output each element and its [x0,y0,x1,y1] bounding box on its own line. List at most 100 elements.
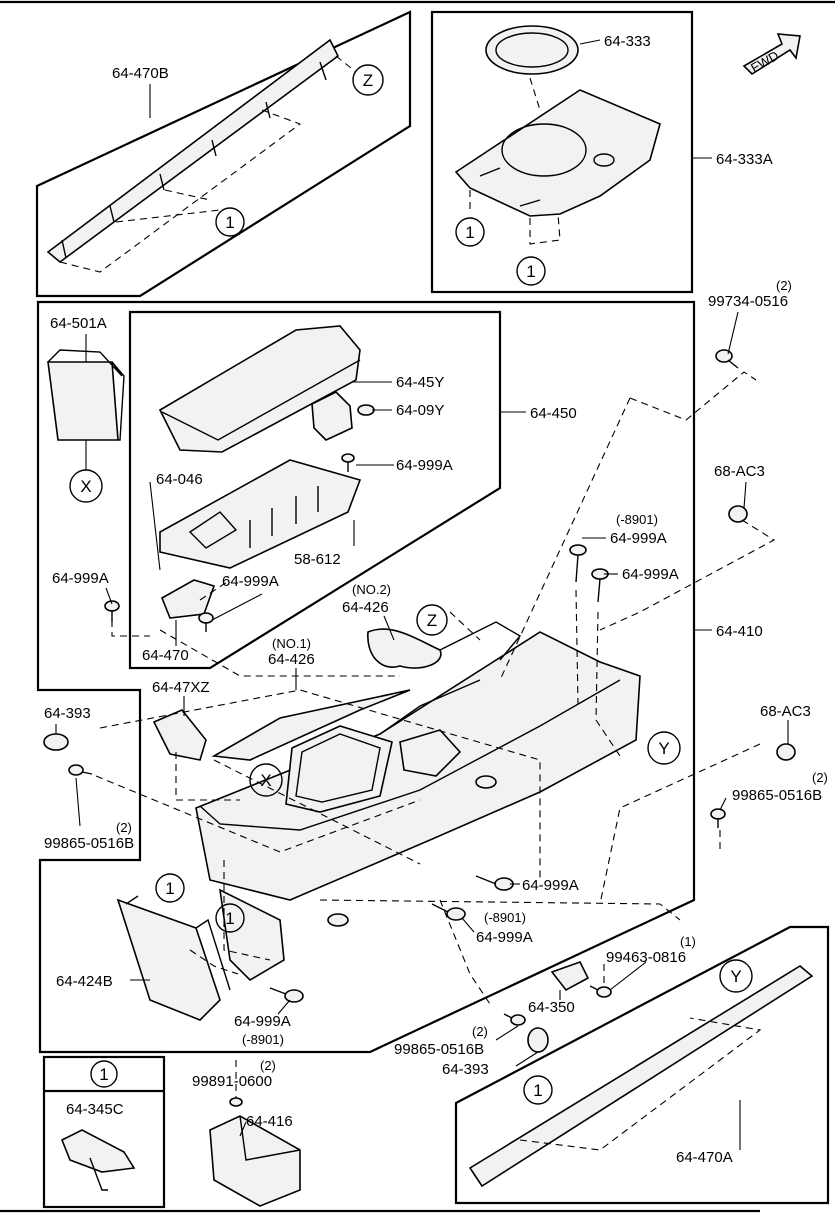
label-64-999A-4: 64-999A [52,570,109,587]
fwd-arrow-icon: FWD [742,33,801,76]
screw-99865-c [503,1013,526,1026]
svg-text:1: 1 [533,1081,542,1100]
label-99865-0516B-2: 99865-0516B [44,835,134,852]
label-99734-0516: 99734-0516 [708,293,788,310]
svg-text:X: X [260,771,271,790]
label-8901-3: (-8901) [242,1032,284,1047]
screw-64-999A-g [269,987,304,1003]
marker-x-1: X [69,469,103,503]
label-64-999A-3: 64-999A [622,566,679,583]
marker-1-c: 1 [516,256,546,286]
nut-99891-0600 [229,1097,243,1107]
label-64-999A-5: 64-999A [222,573,279,590]
svg-text:1: 1 [465,223,474,242]
screw-64-999A-c [104,600,120,622]
label-99891-0600: 99891-0600 [192,1073,272,1090]
fastener-68-AC3-2 [776,743,796,761]
screw-64-999A-a [569,544,587,583]
label-64-09Y: 64-09Y [396,402,444,419]
part-64-393-cap-2 [527,1027,549,1053]
screw-64-999A-f [431,903,466,921]
label-64-350: 64-350 [528,999,575,1016]
marker-y-2: Y [719,959,753,993]
part-64-09Y [357,404,375,416]
marker-1-e: 1 [215,903,245,933]
part-64-333 [485,25,579,75]
label-99734-qty: (2) [776,278,792,293]
label-64-333: 64-333 [604,33,651,50]
screw-99463-0816 [589,985,612,998]
label-64-426-no1: 64-426 [268,651,315,668]
part-64-470A [468,965,814,1188]
screw-99865-b [710,808,726,828]
label-99463-0816: 99463-0816 [606,949,686,966]
svg-text:1: 1 [165,879,174,898]
frame-64-333A [430,10,694,294]
label-64-470B: 64-470B [112,65,169,82]
part-64-426-mat-no2 [367,628,442,669]
fastener-68-AC3-1 [728,505,748,523]
frame-64-450 [128,310,502,670]
label-64-345C: 64-345C [66,1101,124,1118]
marker-y-1: Y [647,731,681,765]
label-64-424B: 64-424B [56,973,113,990]
screw-64-999A-d [198,612,214,632]
label-64-999A-lid: 64-999A [396,457,453,474]
label-64-046: 64-046 [156,471,203,488]
label-64-45Y: 64-45Y [396,374,444,391]
marker-z-2: Z [416,604,448,636]
leader-lines [55,39,789,1150]
marker-1-f: 1 [90,1060,118,1088]
label-99891-qty: (2) [260,1058,276,1073]
svg-text:1: 1 [99,1065,108,1084]
marker-1-g: 1 [523,1075,553,1105]
frame-64-470A [454,925,830,1205]
part-64-45Y [311,391,353,441]
label-99463-qty: (1) [680,934,696,949]
marker-1-a: 1 [215,207,245,237]
marker-x-2: X [249,763,283,797]
label-64-450: 64-450 [530,405,577,422]
part-64-501A [47,349,125,441]
label-99865-0516B-3: 99865-0516B [394,1041,484,1058]
part-64-450-lid [158,325,361,453]
label-64-470: 64-470 [142,647,189,664]
marker-1-d: 1 [155,873,185,903]
part-64-410-console [195,621,641,982]
label-no2: (NO.2) [352,582,391,597]
svg-text:Y: Y [658,739,669,758]
label-99865B-qty-2: (2) [116,820,132,835]
part-64-333A [454,77,661,245]
fastener-99734-0516 [715,349,739,369]
label-64-999A-7: 64-999A [476,929,533,946]
label-64-47XZ: 64-47XZ [152,679,210,696]
label-99865B-qty-3: (2) [472,1024,488,1039]
part-64-350 [550,961,590,992]
svg-text:1: 1 [225,909,234,928]
part-64-393-cap [43,733,69,751]
label-64-410: 64-410 [716,623,763,640]
label-64-393-1: 64-393 [44,705,91,722]
label-99865B-qty-1: (2) [812,770,828,785]
label-64-999A-2: 64-999A [610,530,667,547]
label-68-AC3-2: 68-AC3 [760,703,811,720]
label-64-333A: 64-333A [716,151,773,168]
part-64-345C [60,1129,136,1191]
marker-z-1: Z [352,64,384,96]
svg-text:Y: Y [730,967,741,986]
assembly-dashed-lines [95,371,776,1098]
label-64-501A: 64-501A [50,315,107,332]
label-no1: (NO.1) [272,636,311,651]
part-64-046-hinge-plate [159,459,362,569]
screw-64-999A-e [475,875,514,891]
label-68-AC3-1: 68-AC3 [714,463,765,480]
svg-text:Z: Z [427,611,437,630]
frame-64-345C [42,1055,166,1209]
label-58-612: 58-612 [294,551,341,568]
part-64-470B [46,38,357,273]
label-64-999A-8: 64-999A [234,1013,291,1030]
marker-1-b: 1 [455,217,485,247]
part-64-470-bracket [160,579,216,619]
part-64-47XZ-bracket [152,709,207,761]
